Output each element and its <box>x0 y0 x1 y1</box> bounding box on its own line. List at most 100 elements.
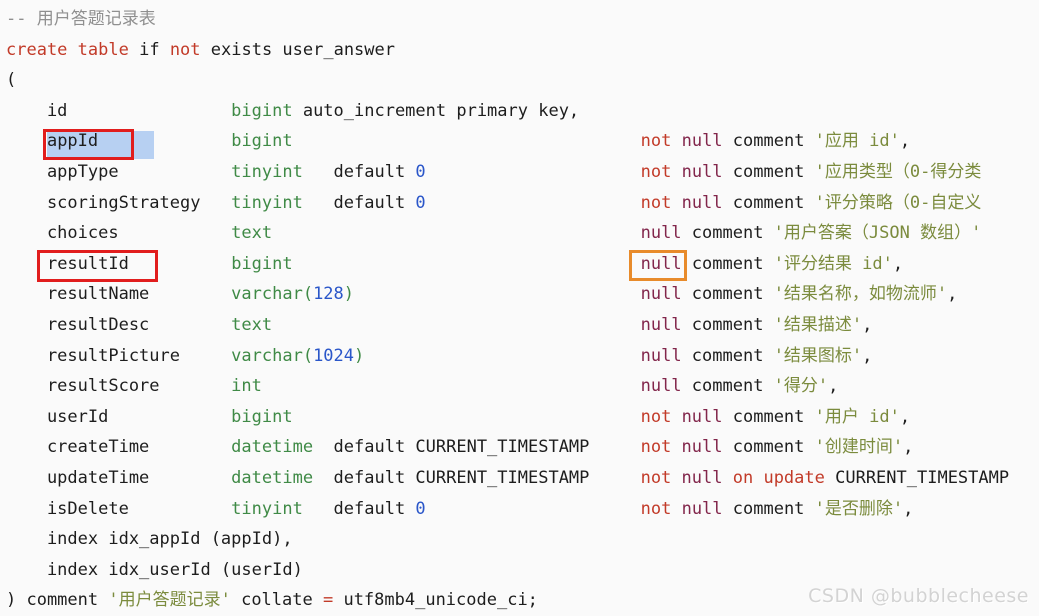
code-token: comment <box>681 284 774 305</box>
code-token: , <box>903 437 914 458</box>
code-token: comment <box>681 253 774 274</box>
code-line-3: ( <box>6 65 1009 96</box>
code-token: '是否删除' <box>814 498 904 519</box>
table-comment-string: '用户答题记录' <box>108 590 231 611</box>
code-token: default <box>302 192 416 213</box>
code-token: '评分结果 id' <box>773 253 893 274</box>
code-line-19: index idx_userId (userId) <box>6 555 1009 586</box>
code-token: tinyint <box>231 498 303 519</box>
code-token: bigint <box>231 131 293 152</box>
code-token: , <box>899 131 911 152</box>
table-name: exists user_answer <box>200 39 395 60</box>
code-line-1: -- 用户答题记录表 <box>6 4 1009 35</box>
code-token <box>671 468 681 488</box>
code-token <box>293 407 641 427</box>
code-token: 0 <box>415 498 426 519</box>
column-appid: appId <box>46 131 99 152</box>
code-token <box>293 131 641 151</box>
code-token: int <box>231 376 262 397</box>
code-token: '结果描述' <box>773 314 863 335</box>
code-token: bigint <box>231 406 293 427</box>
code-token: 1024 <box>313 345 355 366</box>
code-token: null <box>681 406 723 427</box>
code-token: '结果名称，如物流师' <box>773 284 948 305</box>
code-token: comment <box>681 376 774 397</box>
column-choices: choices <box>6 223 232 244</box>
code-token: varchar( <box>231 345 314 366</box>
code-line-11: resultDesc text null comment '结果描述', <box>6 310 1009 341</box>
red-box-appid <box>43 129 134 160</box>
code-token: comment <box>722 437 815 458</box>
column-apptype: appType <box>6 161 232 182</box>
code-token: if <box>128 39 170 60</box>
code-token <box>671 131 681 151</box>
orange-box-null <box>629 250 687 281</box>
code-token: null <box>640 314 682 335</box>
code-token: null <box>681 161 723 182</box>
code-token <box>723 468 733 488</box>
code-token <box>272 315 640 335</box>
code-token: comment <box>722 161 815 182</box>
code-token: , <box>862 314 873 335</box>
code-token: , <box>828 376 839 397</box>
code-token: not <box>640 437 672 458</box>
code-token: table <box>77 39 129 60</box>
code-token: , <box>892 253 904 274</box>
code-token: comment <box>681 314 774 335</box>
code-token <box>6 131 47 151</box>
code-token: collate <box>230 590 323 611</box>
code-token: '应用类型（0-得分类 <box>814 161 982 182</box>
code-line-8: choices text null comment '用户答案（JSON 数组）… <box>6 218 1009 249</box>
code-token: null <box>640 223 682 244</box>
code-line-20: ) comment '用户答题记录' collate = utf8mb4_uni… <box>6 585 1009 616</box>
code-token <box>671 407 681 427</box>
code-token: '应用 id' <box>814 131 900 152</box>
code-token <box>426 499 641 519</box>
code-token: comment <box>722 192 815 213</box>
column-id: id <box>6 100 232 121</box>
code-token: not <box>640 467 672 488</box>
code-token: comment <box>722 406 815 427</box>
code-token: datetime <box>231 467 314 488</box>
code-token: ) <box>343 284 355 305</box>
code-token: null <box>640 284 682 305</box>
code-token: , <box>862 345 873 366</box>
code-token: '结果图标' <box>773 345 863 366</box>
code-token: 0 <box>415 192 426 213</box>
column-resultdesc: resultDesc <box>6 314 232 335</box>
code-line-18: index idx_appId (appId), <box>6 524 1009 555</box>
code-token: '评分策略（0-自定义 <box>814 192 982 213</box>
index-appid: index idx_appId (appId), <box>6 529 293 550</box>
code-line-7: scoringStrategy tinyint default 0 not nu… <box>6 188 1009 219</box>
code-token: '创建时间' <box>814 437 904 458</box>
code-token: null <box>681 437 723 458</box>
index-userid: index idx_userId (userId) <box>6 559 303 580</box>
code-token: not <box>640 131 672 152</box>
code-token: default <box>302 161 416 182</box>
code-line-4: id bigint auto_increment primary key, <box>6 96 1009 127</box>
code-token <box>354 284 641 304</box>
code-token <box>671 437 681 457</box>
csdn-watermark: CSDN @bubblecheese <box>808 585 1029 607</box>
code-token: comment <box>681 345 774 366</box>
column-userid: userId <box>6 406 232 427</box>
code-token: text <box>231 223 273 244</box>
code-token: null <box>681 467 723 488</box>
code-token <box>671 499 681 519</box>
code-token: tinyint <box>231 161 303 182</box>
code-token <box>671 193 681 213</box>
code-token: '用户答案（JSON 数组）' <box>773 223 982 244</box>
code-token: text <box>231 314 273 335</box>
code-token: not <box>640 161 672 182</box>
table-comment: -- 用户答题记录表 <box>6 9 156 29</box>
code-token: , <box>947 284 958 305</box>
code-token: '用户 id' <box>814 406 900 427</box>
code-token <box>262 376 641 396</box>
column-isdelete: isDelete <box>6 498 232 519</box>
red-box-resultid <box>37 250 158 282</box>
code-token <box>272 223 640 243</box>
code-token: = <box>322 590 334 611</box>
code-line-12: resultPicture varchar(1024) null comment… <box>6 341 1009 372</box>
